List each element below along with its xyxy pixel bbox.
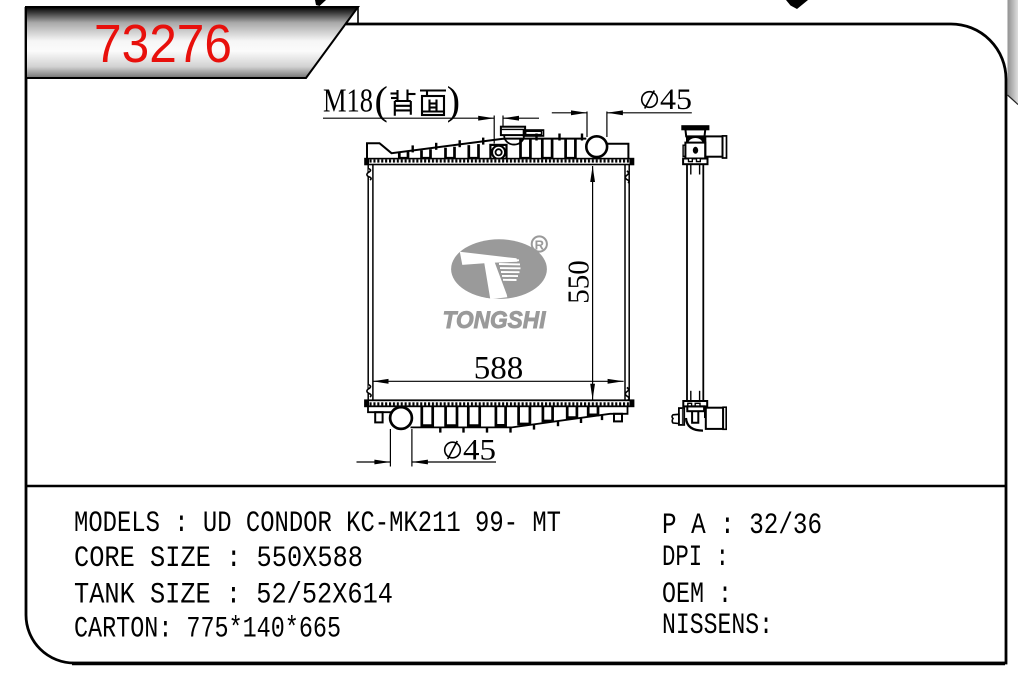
svg-text:P A : 32/36: P A : 32/36 <box>662 509 822 543</box>
svg-text:MODELS : UD CONDOR KC-MK211 99: MODELS : UD CONDOR KC-MK211 99- MT <box>74 507 561 541</box>
svg-text:73276: 73276 <box>94 14 232 74</box>
svg-text:R: R <box>535 238 545 253</box>
svg-text:550: 550 <box>561 260 596 304</box>
svg-text:DPI :: DPI : <box>662 541 729 575</box>
svg-text:588: 588 <box>474 351 524 387</box>
svg-text:OEM :: OEM : <box>662 578 732 612</box>
svg-text:45: 45 <box>660 83 692 116</box>
svg-text:45: 45 <box>463 434 496 467</box>
svg-text:TONGSHI: TONGSHI <box>443 307 547 334</box>
svg-text:): ) <box>447 78 460 123</box>
svg-text:CARTON: 775*140*665: CARTON: 775*140*665 <box>74 613 341 647</box>
svg-text:TANK SIZE : 52/52X614: TANK SIZE : 52/52X614 <box>74 579 393 613</box>
svg-text:CORE SIZE : 550X588: CORE SIZE : 550X588 <box>74 542 363 576</box>
svg-text:(: ( <box>375 78 388 123</box>
svg-text:NISSENS:: NISSENS: <box>662 609 773 643</box>
svg-text:M18: M18 <box>323 83 373 120</box>
